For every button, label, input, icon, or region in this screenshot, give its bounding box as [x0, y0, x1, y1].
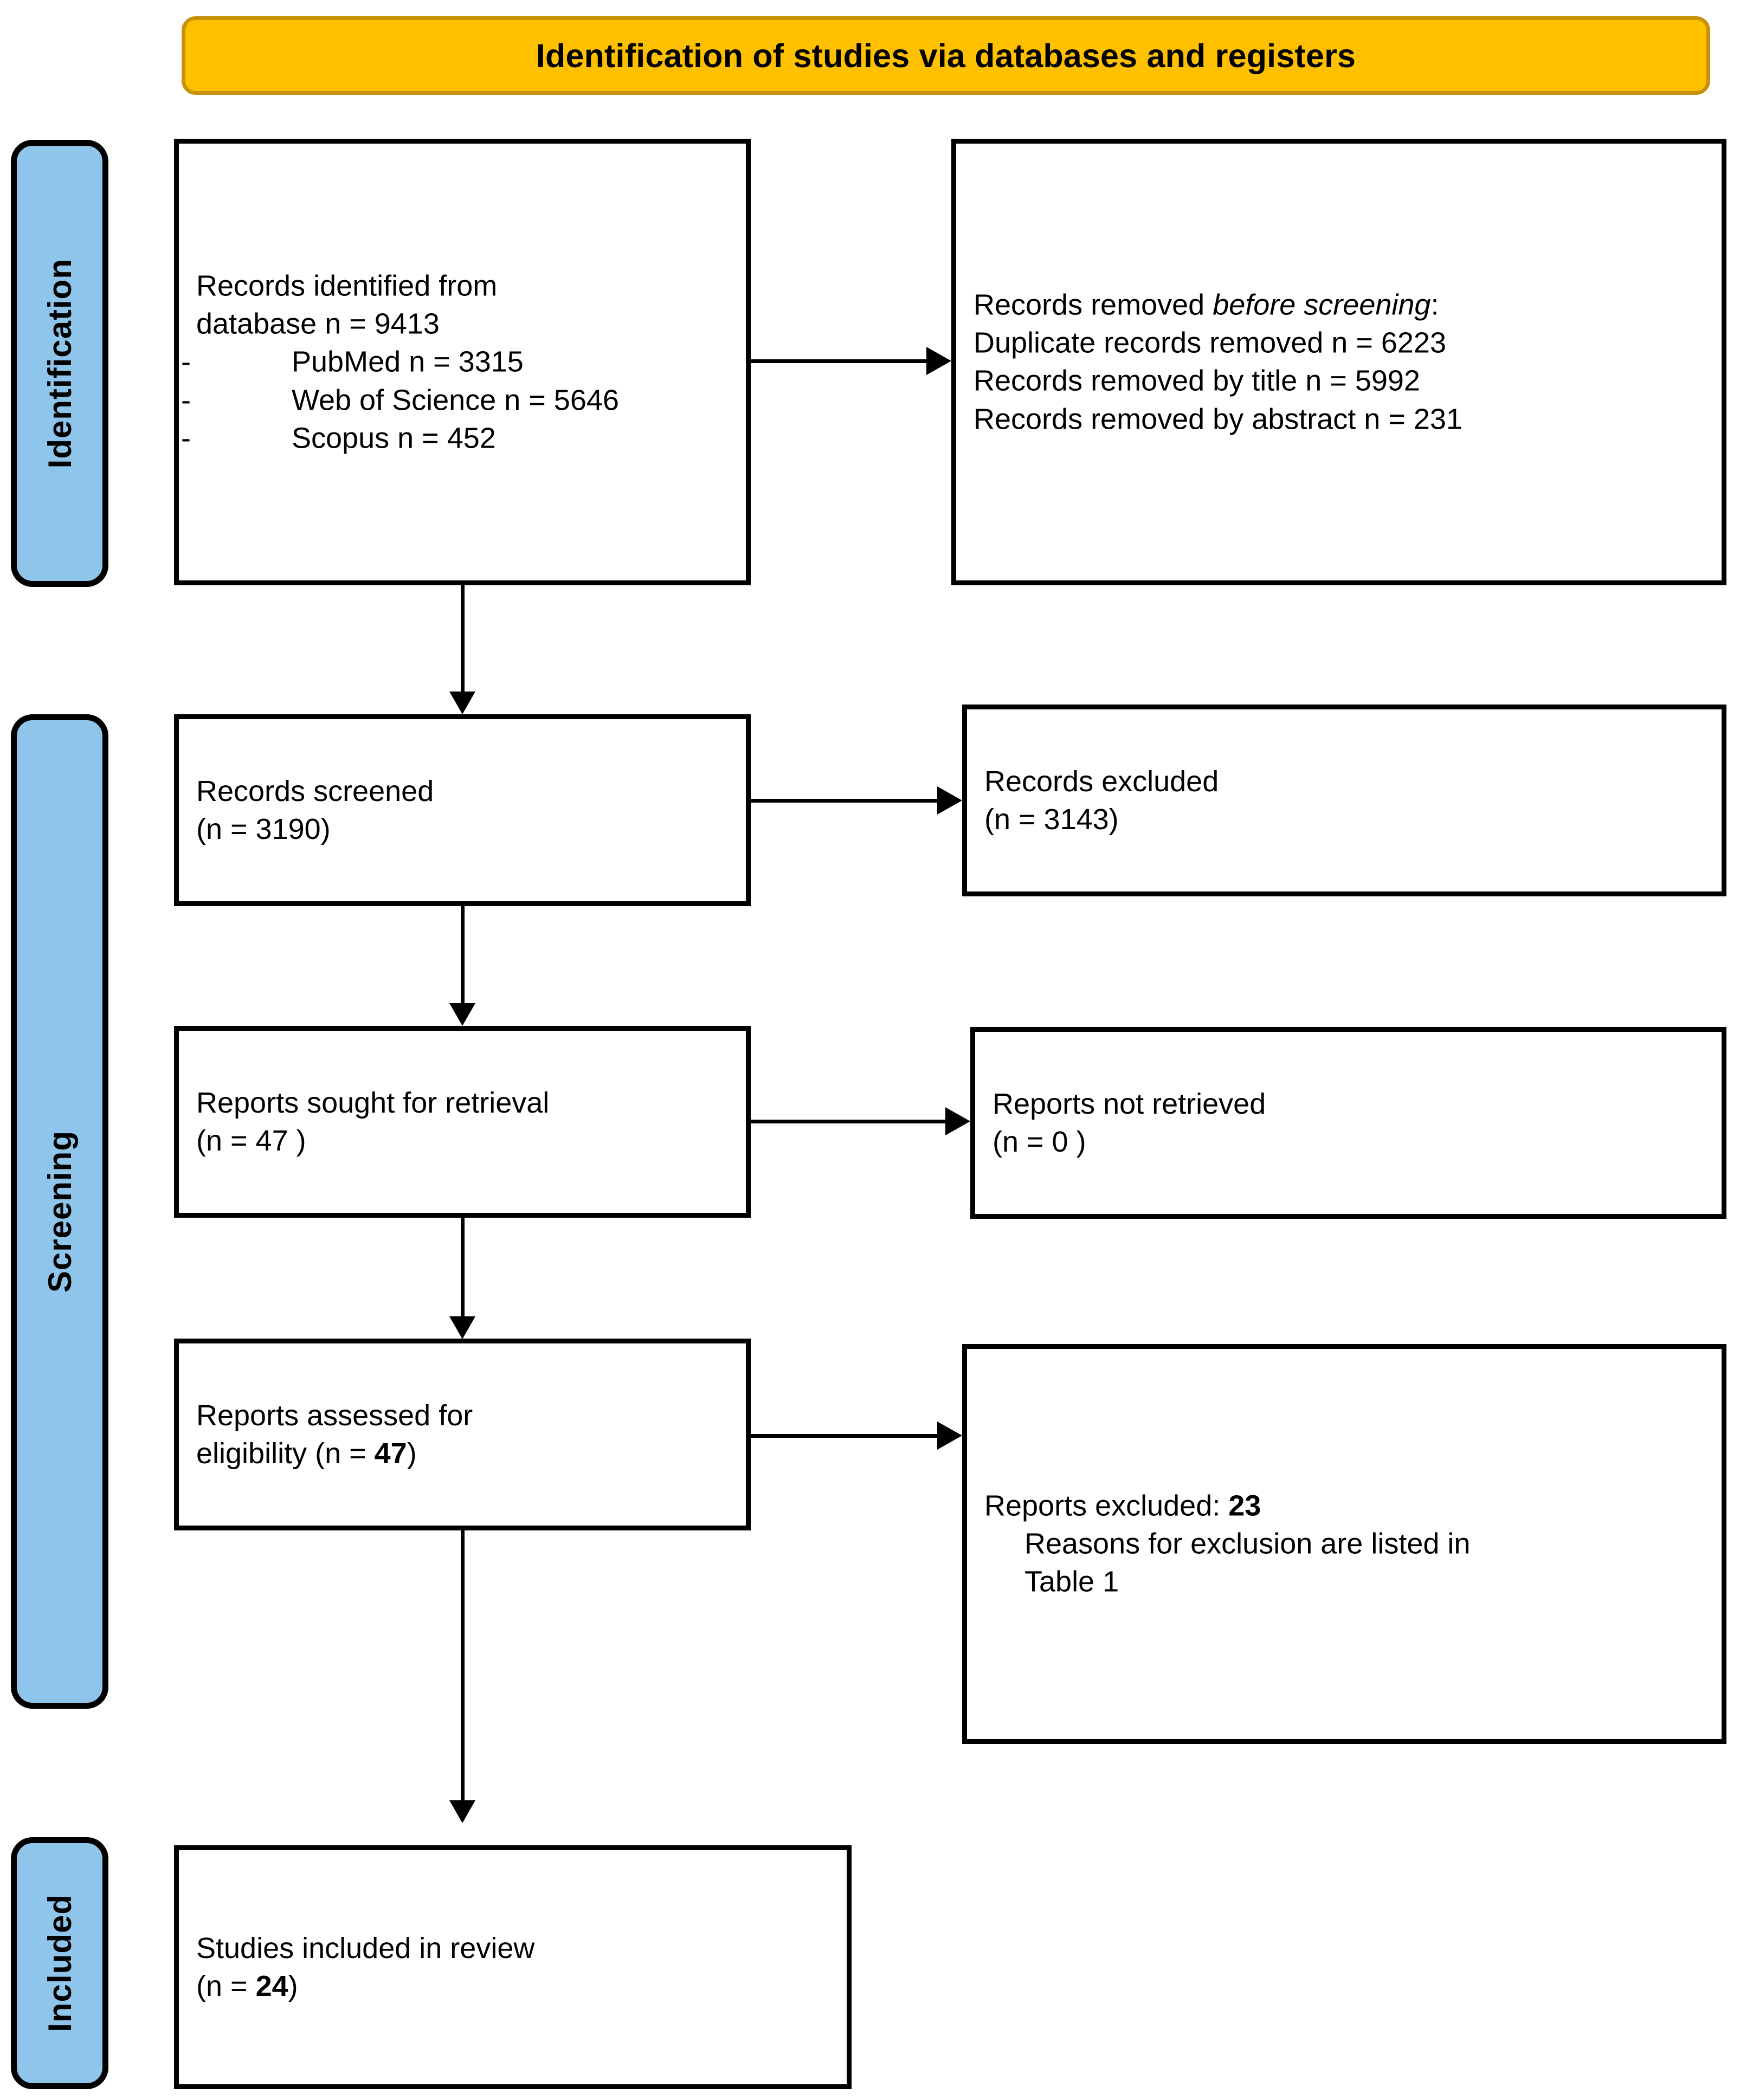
reports-sought-label: Reports sought for retrieval [196, 1086, 550, 1119]
eligibility-count: 47 [374, 1437, 407, 1470]
connector-assessed-to-reports-excluded [751, 1434, 938, 1438]
dash-bullet: - [181, 384, 191, 417]
source-scopus: Scopus n = 452 [292, 422, 496, 455]
diagram-header-banner: Identification of studies via databases … [182, 16, 1710, 95]
box-records-excluded: Records excluded (n = 3143) [962, 705, 1726, 896]
connector-screened-to-sought [461, 906, 465, 1004]
arrowhead-down-icon [449, 1800, 475, 1823]
phase-bar-included: Included [11, 1837, 108, 2089]
studies-included-prefix: (n = [196, 1970, 256, 2002]
reports-sought-count: (n = 47 ) [196, 1125, 306, 1157]
list-item: - PubMed n = 3315 [181, 343, 729, 381]
reports-not-retrieved-count: (n = 0 ) [993, 1126, 1086, 1158]
reports-assessed-line2: eligibility (n = 47) [196, 1435, 729, 1472]
records-identified-line2: database n = 9413 [196, 307, 440, 340]
dash-bullet: - [181, 345, 191, 378]
phase-label-identification: Identification [41, 258, 78, 469]
records-screened-count: (n = 3190) [196, 813, 331, 845]
arrowhead-right-icon [926, 347, 951, 375]
dash-bullet: - [181, 422, 191, 455]
source-web-of-science: Web of Science n = 5646 [292, 384, 619, 417]
studies-included-label: Studies included in review [196, 1931, 535, 1965]
reports-not-retrieved-label: Reports not retrieved [993, 1087, 1266, 1120]
connector-identified-to-screened [461, 585, 465, 692]
arrowhead-down-icon [449, 1316, 475, 1339]
reports-excluded-reason-line2: Table 1 [1024, 1566, 1119, 1599]
phase-bar-screening: Screening [11, 714, 108, 1709]
records-excluded-count: (n = 3143) [984, 803, 1119, 836]
removed-before-prefix: Records removed [974, 288, 1213, 321]
removed-duplicates: Duplicate records removed n = 6223 [974, 326, 1446, 359]
box-records-identified: Records identified from database n = 941… [174, 139, 751, 585]
phase-label-included: Included [41, 1894, 78, 2032]
phase-bar-identification: Identification [11, 140, 108, 587]
reports-excluded-count: 23 [1228, 1489, 1261, 1522]
eligibility-suffix: ) [407, 1437, 417, 1470]
phase-label-screening: Screening [41, 1130, 78, 1293]
reports-excluded-prefix: Reports excluded: [984, 1489, 1229, 1522]
studies-included-suffix: ) [288, 1970, 298, 2002]
records-excluded-label: Records excluded [984, 765, 1219, 798]
arrowhead-right-icon [937, 1421, 962, 1450]
arrowhead-right-icon [937, 786, 962, 815]
connector-sought-to-not-retrieved [751, 1120, 946, 1123]
studies-included-number: 24 [255, 1970, 288, 2002]
records-identified-line1: Records identified from [196, 269, 498, 302]
source-pubmed: PubMed n = 3315 [292, 345, 524, 378]
box-reports-assessed-for-eligibility: Reports assessed for eligibility (n = 47… [174, 1339, 751, 1530]
connector-screened-to-excluded [751, 799, 938, 803]
eligibility-prefix: eligibility (n = [196, 1437, 375, 1470]
list-item: - Web of Science n = 5646 [181, 381, 729, 419]
banner-title: Identification of studies via databases … [536, 37, 1356, 74]
studies-included-count: (n = 24) [196, 1967, 829, 2005]
removed-before-italic: before screening [1213, 288, 1431, 321]
reports-excluded-reason-line1: Reasons for exclusion are listed in [1024, 1527, 1471, 1560]
connector-identified-to-removed [751, 359, 927, 363]
list-item: - Scopus n = 452 [181, 419, 729, 457]
box-reports-sought-for-retrieval: Reports sought for retrieval (n = 47 ) [174, 1026, 751, 1218]
reports-assessed-line1: Reports assessed for [196, 1399, 473, 1432]
reports-excluded-heading: Reports excluded: 23 [984, 1487, 1704, 1525]
arrowhead-down-icon [449, 1003, 475, 1026]
box-records-screened: Records screened (n = 3190) [174, 714, 751, 906]
box-reports-not-retrieved: Reports not retrieved (n = 0 ) [970, 1027, 1726, 1219]
box-reports-excluded: Reports excluded: 23 Reasons for exclusi… [962, 1344, 1726, 1744]
box-studies-included-in-review: Studies included in review (n = 24) [174, 1845, 852, 2089]
removed-by-title: Records removed by title n = 5992 [974, 365, 1420, 397]
arrowhead-down-icon [449, 692, 475, 714]
database-source-list: - PubMed n = 3315 - Web of Science n = 564… [181, 343, 729, 457]
arrowhead-right-icon [945, 1107, 970, 1135]
removed-by-abstract: Records removed by abstract n = 231 [974, 403, 1462, 436]
connector-sought-to-assessed [461, 1218, 465, 1316]
box-records-removed-before-screening: Records removed before screening: Duplic… [951, 139, 1726, 585]
removed-before-heading: Records removed before screening: [974, 286, 1704, 324]
records-screened-label: Records screened [196, 774, 434, 807]
connector-assessed-to-included [461, 1530, 465, 1800]
removed-before-suffix: : [1430, 288, 1439, 321]
